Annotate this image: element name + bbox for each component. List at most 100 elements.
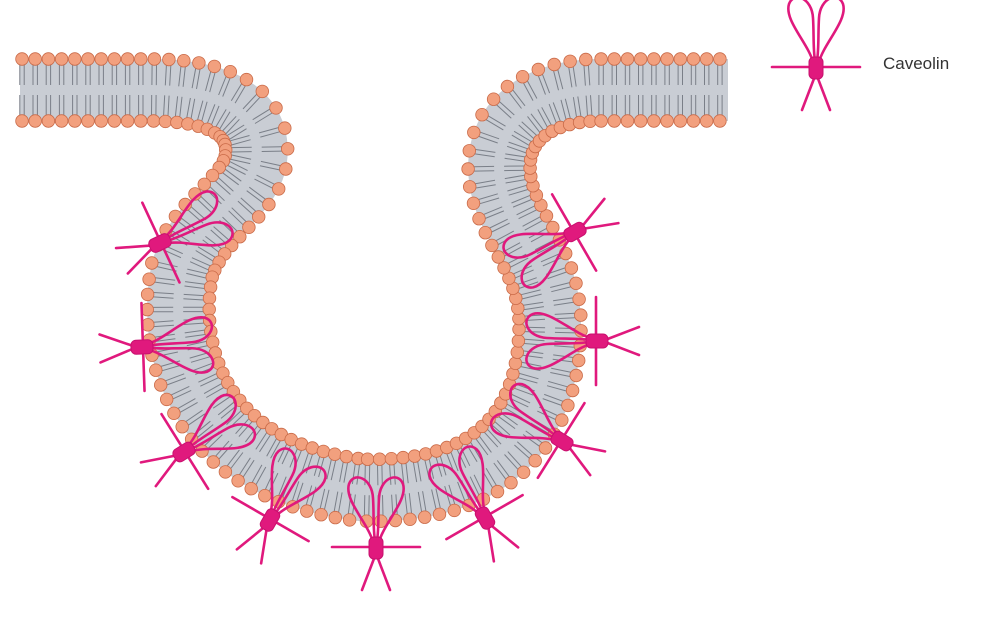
lipid-head (171, 116, 184, 129)
lipid-head (256, 85, 269, 98)
lipid-head (42, 115, 55, 128)
lipid-head (463, 181, 476, 194)
lipid-head (501, 80, 514, 93)
lipid-head (317, 445, 330, 458)
lipid-head (595, 53, 608, 66)
lipid-head (141, 288, 154, 301)
lipid-head (146, 257, 159, 270)
caveolin-legend-icon (772, 0, 860, 110)
lipid-head (562, 399, 575, 412)
lipid-head (204, 281, 217, 294)
lipid-head (714, 115, 727, 128)
lipid-head (69, 53, 82, 66)
lipid-head (82, 115, 95, 128)
lipid-head (509, 357, 522, 370)
membrane-band (20, 90, 728, 490)
lipid-head (573, 293, 586, 306)
lipid-head (29, 115, 42, 128)
lipid-head (532, 63, 545, 76)
lipid-head (570, 277, 583, 290)
lipid-head (529, 454, 542, 467)
lipid-head (232, 475, 245, 488)
lipid-head (433, 508, 446, 521)
lipid-head (163, 53, 176, 66)
lipid-head (373, 453, 386, 466)
lipid-head (570, 369, 583, 382)
lipid-head (343, 514, 356, 527)
caveolin-legend-symbol-icon (772, 0, 860, 110)
lipid-head (608, 53, 621, 66)
lipid-head (203, 303, 216, 316)
lipid-head (135, 115, 148, 128)
lipid-head (512, 335, 525, 348)
lipid-head (306, 442, 319, 455)
lipid-head (270, 102, 283, 115)
lipid-head (572, 354, 585, 367)
lipid-head (16, 115, 29, 128)
lipid-head (168, 407, 181, 420)
lipid-head (329, 448, 342, 461)
lipid-head (279, 122, 292, 135)
lipid-head (674, 53, 687, 66)
lipid-head (564, 55, 577, 68)
lipid-head (674, 115, 687, 128)
lipid-head (193, 57, 206, 70)
lipid-head (340, 450, 353, 463)
lipid-head (473, 212, 486, 225)
lipid-head (82, 53, 95, 66)
lipid-head (219, 466, 232, 479)
lipid-head (148, 53, 161, 66)
lipid-head (516, 70, 529, 83)
lipid-head (147, 115, 160, 128)
lipid-head (580, 53, 593, 66)
lipid-head (240, 73, 253, 86)
lipid-head (467, 197, 480, 210)
lipid-head (648, 53, 661, 66)
lipid-head (69, 115, 82, 128)
lipid-head (329, 511, 342, 524)
lipid-head (108, 53, 121, 66)
lipid-head (547, 221, 560, 234)
legend-label: Caveolin (883, 54, 949, 74)
lipid-head (404, 513, 417, 526)
lipid-tails (20, 65, 722, 515)
lipid-head (281, 143, 294, 156)
lipid-head (397, 451, 410, 464)
lipid-head (143, 273, 156, 286)
lipid-head (42, 53, 55, 66)
lipid-head (511, 346, 524, 359)
lipid-head (608, 115, 621, 128)
lipid-head (556, 414, 569, 427)
lipid-head (203, 292, 216, 305)
lipid-head (176, 420, 189, 433)
lipid-head (159, 115, 172, 128)
lipid-head (621, 115, 634, 128)
lipid-head (301, 505, 314, 518)
lipid-head (661, 53, 674, 66)
lipid-head (462, 163, 475, 176)
lipid-head (121, 115, 134, 128)
lipid-head (55, 115, 68, 128)
lipid-head (361, 453, 374, 466)
lipid-head (565, 262, 578, 275)
lipid-head (566, 384, 579, 397)
lipid-head (714, 53, 727, 66)
lipid-head (245, 482, 258, 495)
membrane-core (20, 90, 728, 490)
lipid-head (595, 115, 608, 128)
lipid-head (575, 309, 588, 322)
lipid-head (29, 53, 42, 66)
lipid-head (252, 211, 265, 224)
lipid-head (476, 108, 489, 121)
lipid-head (263, 198, 276, 211)
lipid-head (150, 364, 163, 377)
lipid-head (198, 178, 211, 191)
lipid-heads (16, 53, 727, 528)
lipid-head (487, 93, 500, 106)
lipid-head (687, 53, 700, 66)
lipid-tail-lines (20, 65, 722, 515)
lipid-head (208, 60, 221, 73)
lipid-head (55, 53, 68, 66)
lipid-head (468, 126, 481, 139)
lipid-head (178, 54, 191, 67)
